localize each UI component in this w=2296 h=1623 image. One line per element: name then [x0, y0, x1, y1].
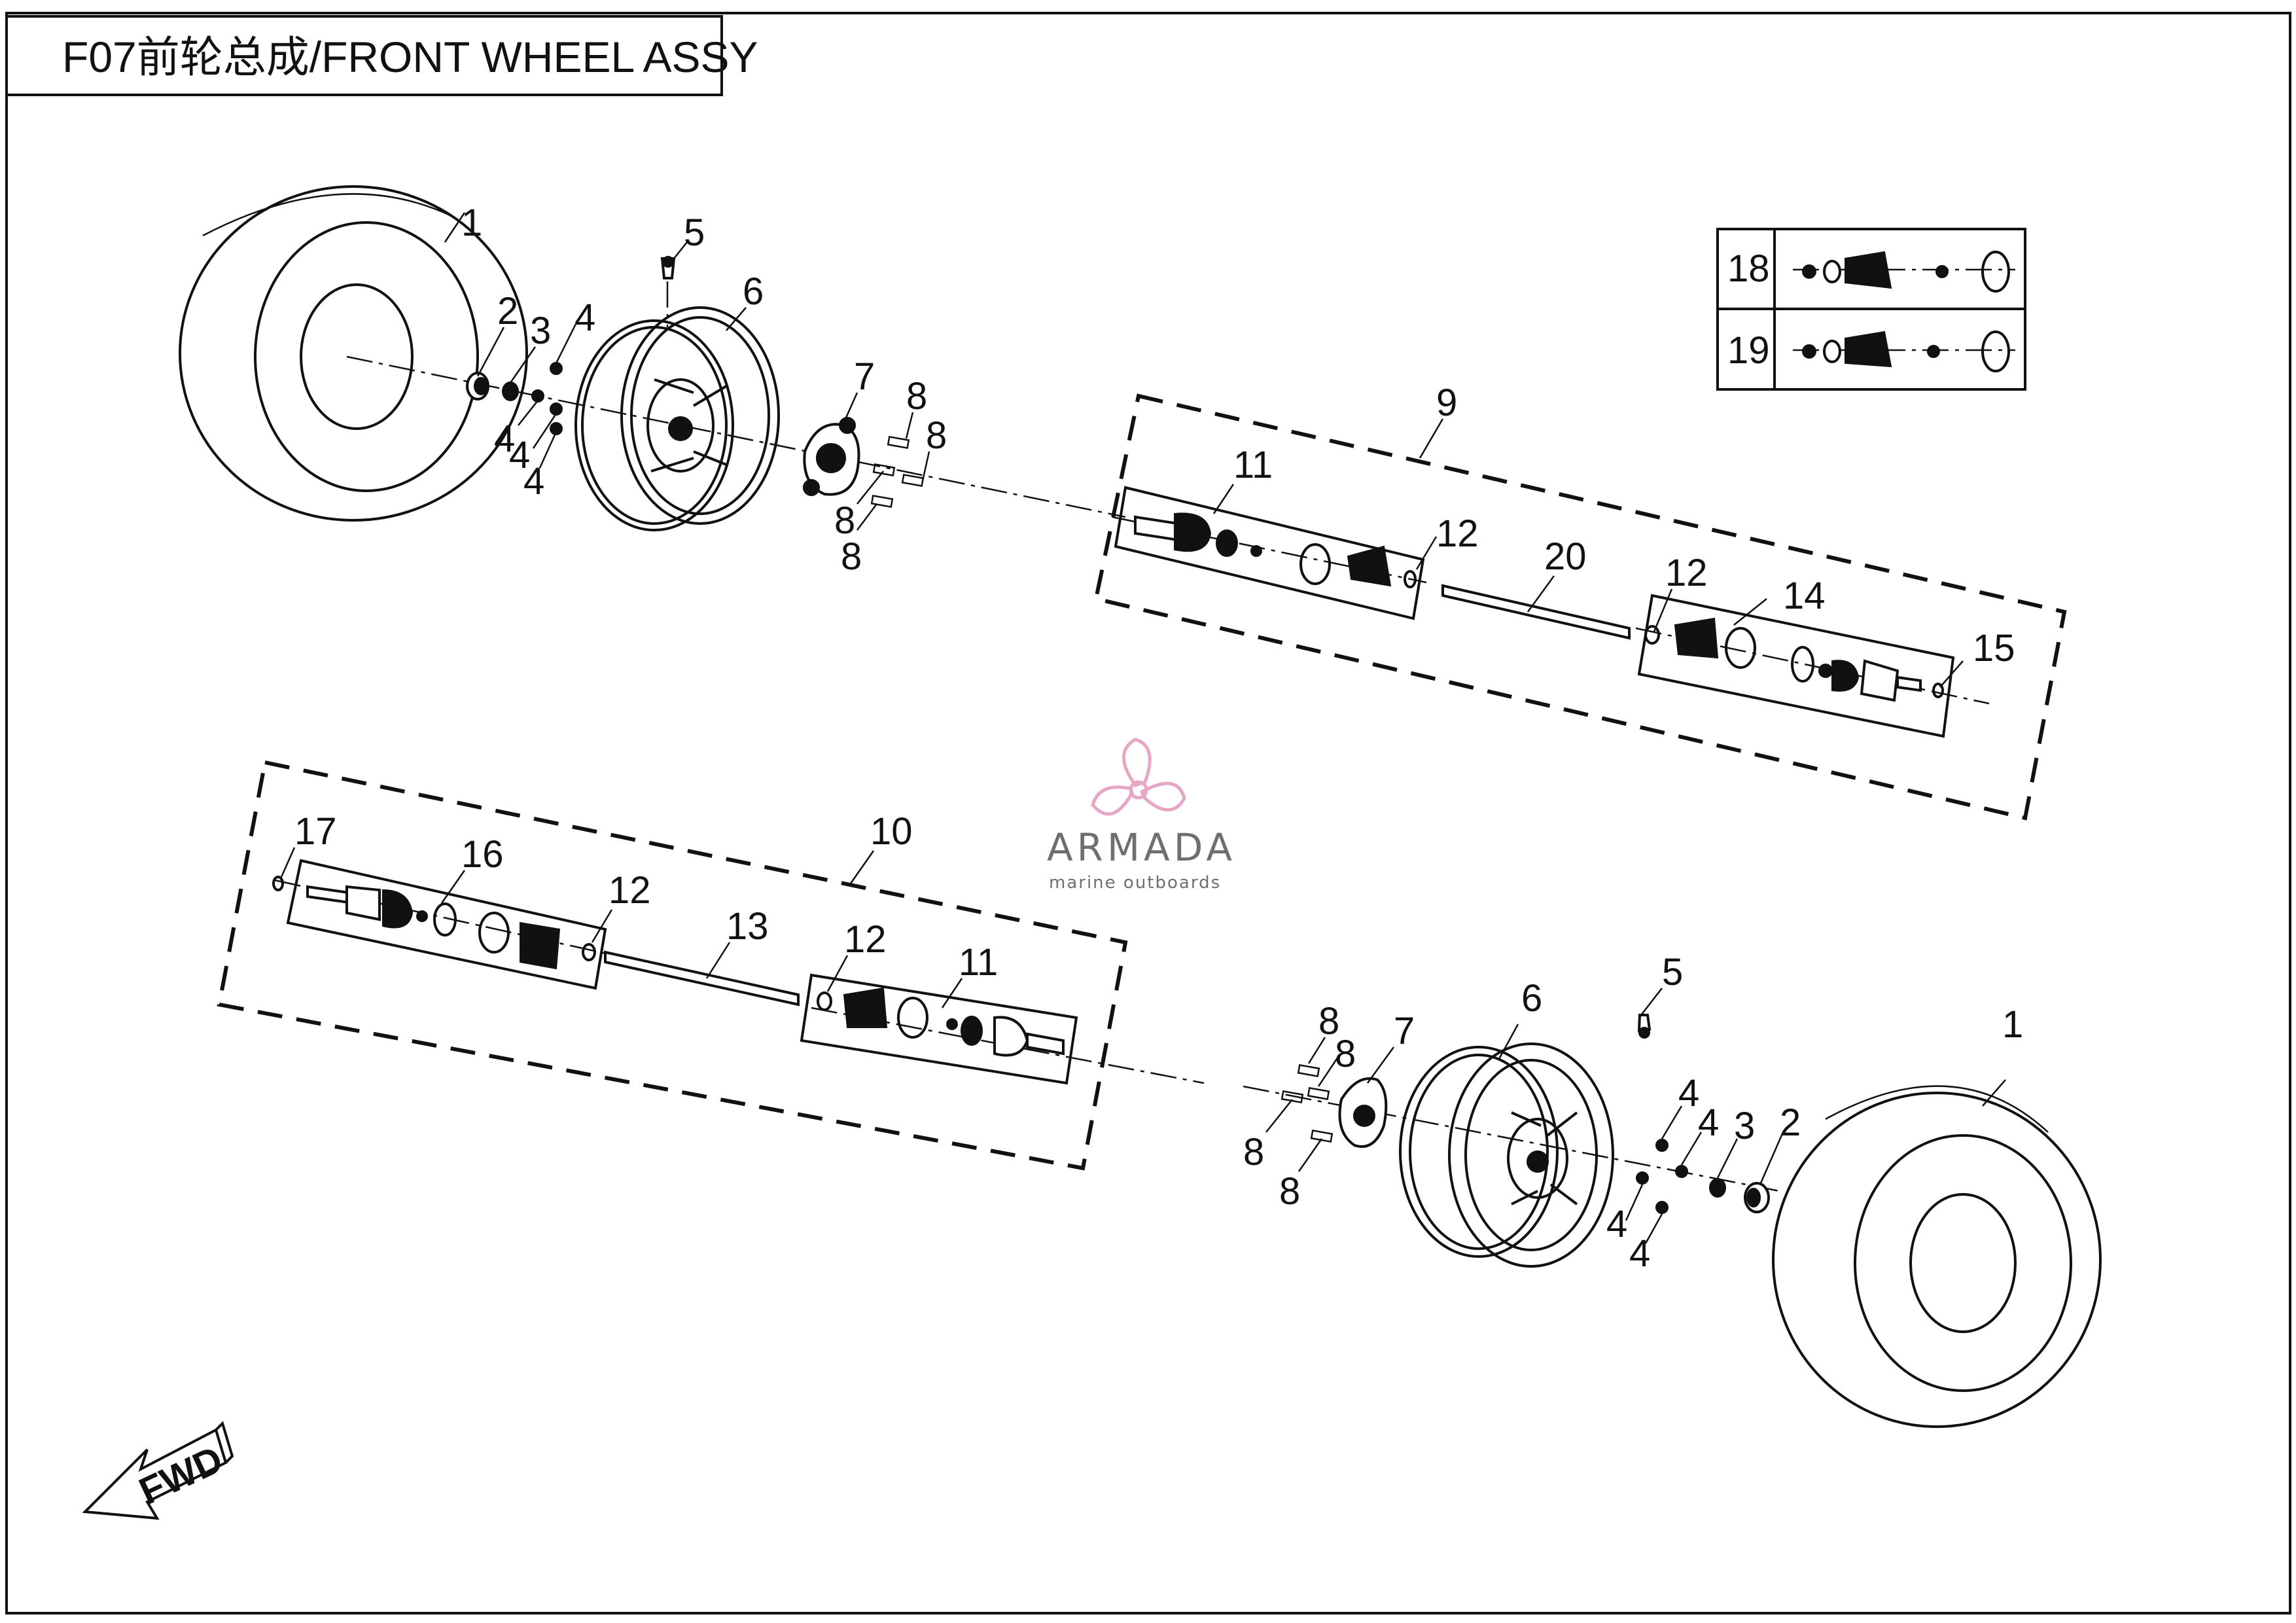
callout-12: 12 [844, 918, 887, 961]
watermark-brand: ARMADA [1047, 825, 1236, 870]
callout-3: 3 [530, 310, 551, 352]
callout-15: 15 [1973, 627, 2015, 669]
valve-5-bottom [1637, 1014, 1651, 1039]
callout-3: 3 [1734, 1105, 1755, 1147]
callout-8: 8 [834, 499, 855, 542]
page-title: F07前轮总成/FRONT WHEEL ASSY [62, 33, 758, 81]
callout-5: 5 [684, 211, 705, 254]
callout-11: 11 [1233, 444, 1273, 486]
callout-8: 8 [1279, 1170, 1300, 1213]
callout-4: 4 [1698, 1101, 1719, 1144]
callout-4: 4 [509, 434, 530, 476]
callout-4: 4 [523, 460, 544, 503]
callout-7: 7 [1394, 1010, 1415, 1052]
inset-row-18-parts [1793, 251, 2015, 293]
half-shaft-10 [217, 760, 1205, 1171]
callout-4: 4 [1678, 1072, 1699, 1115]
hub-7-top [803, 417, 860, 496]
callout-8: 8 [1335, 1033, 1356, 1075]
callout-12: 12 [1665, 552, 1708, 594]
inset-label-18: 18 [1727, 247, 1770, 290]
callout-4: 4 [574, 296, 595, 339]
callout-2: 2 [497, 290, 518, 332]
top-wheel-assembly [179, 185, 1126, 531]
bolts-8-top [870, 436, 925, 508]
callout-4: 4 [1629, 1232, 1650, 1275]
title-box [5, 15, 723, 96]
callout-2: 2 [1780, 1101, 1801, 1144]
propeller-icon [1091, 738, 1186, 816]
callout-5: 5 [1662, 951, 1683, 993]
callout-4: 4 [494, 418, 515, 460]
callout-14: 14 [1783, 575, 1826, 617]
callout-7: 7 [854, 355, 875, 398]
hub-7-bottom [1338, 1077, 1388, 1148]
callout-12: 12 [1436, 512, 1479, 555]
callout-1: 1 [2002, 1003, 2023, 1046]
callout-16: 16 [461, 833, 504, 876]
valve-5-top [660, 256, 676, 279]
inset-table [1716, 228, 2026, 391]
callout-13: 13 [726, 905, 769, 948]
callout-17: 17 [294, 810, 337, 853]
callout-1: 1 [461, 202, 482, 244]
page-border [5, 12, 2291, 1614]
rim-bottom [1399, 1043, 1614, 1268]
tire-bottom [1772, 1085, 2102, 1428]
callout-8: 8 [906, 375, 927, 418]
callout-4: 4 [1606, 1203, 1627, 1245]
callout-10: 10 [870, 810, 913, 853]
callout-8: 8 [841, 535, 862, 578]
tire-top [179, 185, 528, 522]
inset-label-19: 19 [1727, 329, 1770, 372]
callout-6: 6 [743, 270, 764, 313]
callout-11: 11 [959, 941, 998, 984]
half-shaft-9 [1093, 393, 2067, 821]
bottom-wheel-assembly [1243, 988, 2102, 1428]
washer-3-top [502, 382, 519, 401]
callout-8: 8 [1243, 1131, 1264, 1173]
callout-8: 8 [1318, 1000, 1339, 1043]
callout-8: 8 [926, 414, 947, 457]
fwd-arrow-icon: FWD [82, 1421, 234, 1520]
callout-20: 20 [1544, 535, 1587, 578]
callout-6: 6 [1521, 977, 1542, 1020]
inset-row-19-parts [1793, 330, 2015, 372]
callout-9: 9 [1436, 382, 1457, 424]
nut-2-top [466, 372, 489, 401]
watermark-tagline: marine outboards [1049, 873, 1221, 893]
armada-logo: ARMADA marine outboards [1047, 738, 1236, 893]
callout-12: 12 [609, 869, 651, 912]
rim-top [574, 281, 780, 531]
